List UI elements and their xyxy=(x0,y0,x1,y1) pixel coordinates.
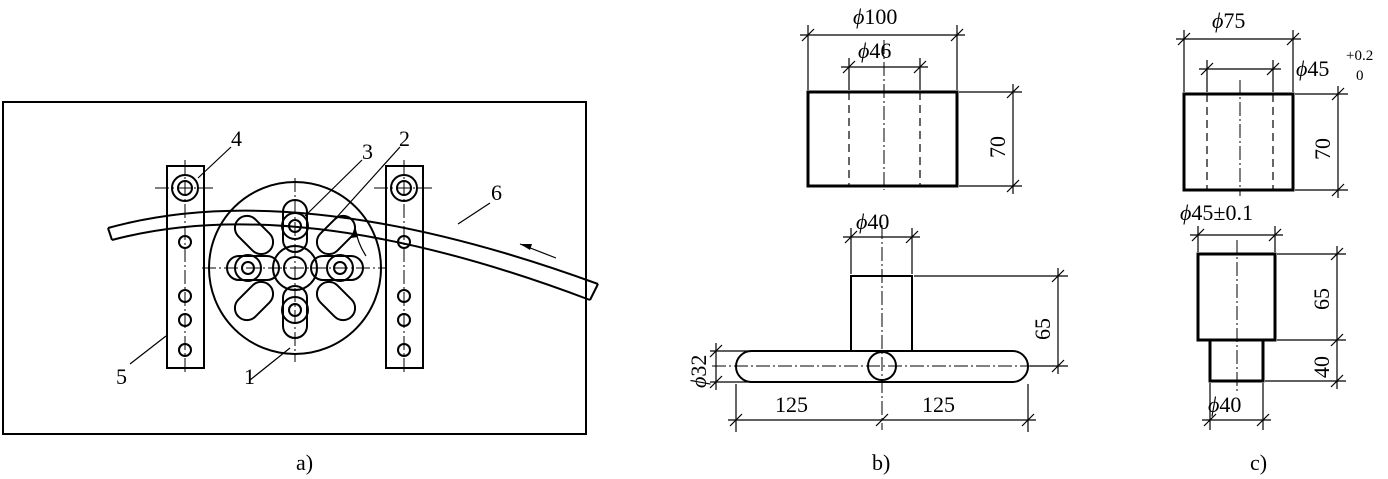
dim-c-pin-len: 40 xyxy=(1309,356,1334,378)
feed-arrow xyxy=(519,243,557,259)
dim-b-arm-right: 125 xyxy=(922,392,955,417)
workpiece-tube xyxy=(107,209,599,285)
dim-c-bore-tol-lower: 0 xyxy=(1356,68,1364,84)
figure-b-roller-and-handle: ϕ100 ϕ46 70 ϕ40 65 xyxy=(686,4,1068,475)
part-label-1: 1 xyxy=(244,364,255,389)
figure-c-pin-and-bushing: ϕ75 ϕ45 +0.2 0 70 ϕ45±0.1 xyxy=(1176,8,1373,475)
part-label-4: 4 xyxy=(231,126,242,151)
part-label-2: 2 xyxy=(399,126,410,151)
dim-b-outer-dia: ϕ100 xyxy=(853,4,897,29)
dim-c-shaft-len: 65 xyxy=(1309,288,1334,310)
dim-c-height-top: 70 xyxy=(1310,138,1335,160)
dim-c-shaft-dia: ϕ45±0.1 xyxy=(1180,200,1253,225)
roller-block xyxy=(806,90,959,188)
dim-b-shaft-dia: ϕ40 xyxy=(856,209,889,234)
caption-a: a) xyxy=(296,450,313,475)
part-label-3: 3 xyxy=(362,139,373,164)
dim-b-shaft-len: 65 xyxy=(1030,318,1055,340)
dim-b-arm-left: 125 xyxy=(775,392,808,417)
dim-b-height-top: 70 xyxy=(985,136,1010,158)
dim-c-pin-dia: ϕ40 xyxy=(1208,392,1241,417)
bushing-block xyxy=(1182,92,1295,192)
rotation-arrow xyxy=(351,226,367,257)
dim-b-handle-dia: ϕ32 xyxy=(686,355,711,388)
caption-b: b) xyxy=(872,450,890,475)
dim-b-inner-dia: ϕ46 xyxy=(858,38,891,63)
baseplate-outline xyxy=(2,101,587,435)
part-label-6: 6 xyxy=(491,180,502,205)
dim-c-outer-dia: ϕ75 xyxy=(1212,8,1245,33)
part-label-5: 5 xyxy=(116,364,127,389)
dim-c-bore-tol-upper: +0.2 xyxy=(1346,48,1373,64)
caption-c: c) xyxy=(1250,450,1267,475)
figure-a-bending-fixture: 1 2 3 4 5 6 a) xyxy=(2,101,599,475)
dim-c-bore-dia: ϕ45 xyxy=(1296,56,1329,81)
